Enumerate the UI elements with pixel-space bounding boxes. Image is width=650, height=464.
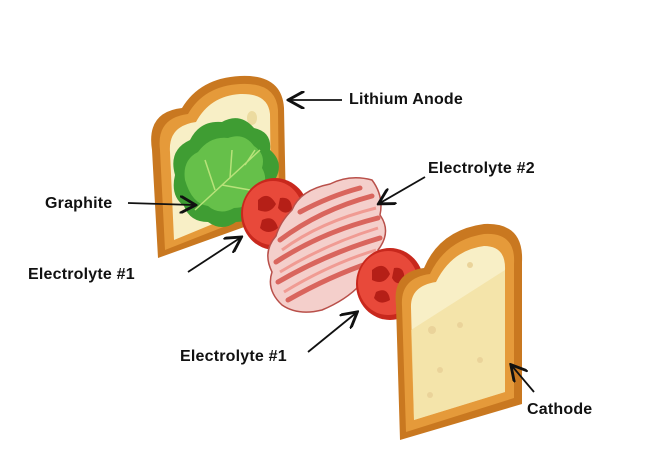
label-electrolyte-2: Electrolyte #2 [428,160,535,177]
label-electrolyte-1-bottom: Electrolyte #1 [180,348,287,365]
arrow-cathode [512,366,535,393]
arrow-electrolyte-1-bottom [307,313,356,353]
arrow-graphite [127,203,194,205]
label-cathode: Cathode [527,401,593,418]
arrow-electrolyte-1-left [187,238,240,273]
label-electrolyte-1-left: Electrolyte #1 [28,266,135,283]
label-lithium-anode: Lithium Anode [349,91,463,108]
label-graphite: Graphite [45,195,113,212]
right-bread-slice [395,223,523,440]
arrow-electrolyte-2 [380,176,426,203]
